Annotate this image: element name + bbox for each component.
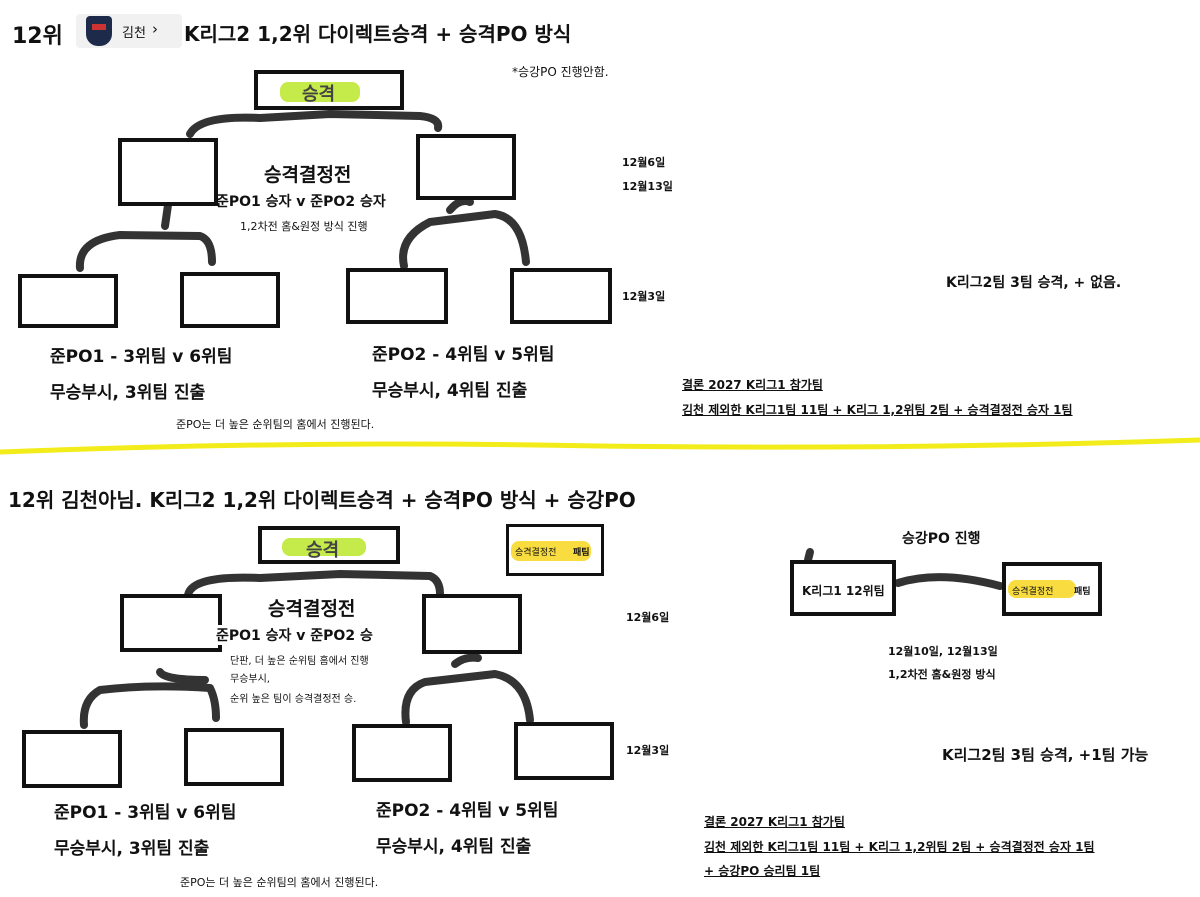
bottom-headline: 12위 김천아님. K리그2 1,2위 다이렉트승격 + 승격PO 방식 + 승… <box>8 488 636 512</box>
final-slot-right-2 <box>422 594 522 654</box>
final-note-2: 무승부시, <box>230 674 270 685</box>
semi2-slot-b-2 <box>514 722 614 780</box>
k1-team-label: K리그1 12위팀 <box>802 584 885 598</box>
final-slot-left-2 <box>120 594 222 652</box>
semi1-tie: 무승부시, 3위팀 진출 <box>50 383 206 403</box>
semi2-tie-2: 무승부시, 4위팀 진출 <box>376 837 532 857</box>
bottom-conclusion-3: + 승강PO 승리팀 1팀 <box>704 864 821 878</box>
final-slot-right <box>416 134 516 200</box>
team-name: 김천 <box>122 26 146 41</box>
k1-team-box: K리그1 12위팀 <box>790 560 896 616</box>
semi1-title: 준PO1 - 3위팀 v 6위팀 <box>50 347 233 367</box>
semi1-tie-2: 무승부시, 3위팀 진출 <box>54 839 210 859</box>
promotion-box-2: 승격 <box>258 526 400 564</box>
semi1-slot-a-2 <box>22 730 122 788</box>
team-chip[interactable]: 김천 › <box>76 14 182 48</box>
bottom-summary: K리그2팀 3팀 승격, +1팀 가능 <box>942 746 1149 764</box>
promotion-label: 승격 <box>302 84 336 105</box>
top-note: *승강PO 진행안함. <box>512 65 609 79</box>
semi2-title: 준PO2 - 4위팀 v 5위팀 <box>372 345 555 365</box>
highlight-mark <box>282 538 366 556</box>
loser-badge-hl: 승격결정전 <box>515 548 557 558</box>
semi2-slot-b <box>510 268 612 324</box>
bottom-conclusion-2: 김천 제외한 K리그1팀 11팀 + K리그 1,2위팀 2팀 + 승격결정전 … <box>704 840 1095 854</box>
loser-badge-rest: 패팀 <box>573 548 590 558</box>
date-final-2: 12월13일 <box>622 180 673 193</box>
loser-hl: 승격결정전 <box>1012 587 1054 597</box>
date-semi-b: 12월3일 <box>626 744 670 757</box>
highlight-mark <box>280 82 360 102</box>
final-title-2: 승격결정전 <box>268 598 356 620</box>
chevron-right-icon: › <box>152 20 158 38</box>
team-emblem-stripe <box>92 24 106 30</box>
final-matchup: 준PO1 승자 v 준PO2 승자 <box>216 194 386 210</box>
date-final-1: 12월6일 <box>622 156 666 169</box>
promotion-label: 승격 <box>306 540 340 561</box>
promotion-box: 승격 <box>254 70 404 110</box>
semi1-title-2: 준PO1 - 3위팀 v 6위팀 <box>54 803 237 823</box>
date-final-b: 12월6일 <box>626 611 670 624</box>
final-slot-left <box>118 138 218 206</box>
final-note-3: 순위 높은 팀이 승격결정전 승. <box>230 694 357 705</box>
semi2-title-2: 준PO2 - 4위팀 v 5위팀 <box>376 801 559 821</box>
final-title: 승격결정전 <box>264 164 352 186</box>
semi1-slot-b <box>180 272 280 328</box>
relegation-title: 승강PO 진행 <box>902 531 981 547</box>
home-note-2: 준PO는 더 높은 순위팀의 홈에서 진행된다. <box>180 876 379 889</box>
top-summary: K리그2팀 3팀 승격, + 없음. <box>946 275 1122 291</box>
semi1-slot-a <box>18 274 118 328</box>
rank-label: 12위 <box>12 24 63 49</box>
relegation-format: 1,2차전 홈&원정 방식 <box>888 668 996 681</box>
highlight-mark <box>511 541 591 561</box>
semi2-slot-a-2 <box>352 724 452 782</box>
top-conclusion-1: 결론 2027 K리그1 참가팀 <box>682 378 823 392</box>
relegation-dates: 12월10일, 12월13일 <box>888 645 998 658</box>
bottom-conclusion-1: 결론 2027 K리그1 참가팀 <box>704 815 845 829</box>
top-conclusion-2: 김천 제외한 K리그1팀 11팀 + K리그 1,2위팀 2팀 + 승격결정전 … <box>682 403 1073 417</box>
semi2-slot-a <box>346 268 448 324</box>
home-note: 준PO는 더 높은 순위팀의 홈에서 진행된다. <box>176 418 375 431</box>
highlight-mark <box>1008 580 1076 598</box>
final-matchup-2: 준PO1 승자 v 준PO2 승 <box>216 625 373 645</box>
semi2-tie: 무승부시, 4위팀 진출 <box>372 381 528 401</box>
loser-box: 승격결정전 패팀 <box>1002 562 1102 616</box>
semi1-slot-b-2 <box>184 728 284 786</box>
final-format: 1,2차전 홈&원정 방식 진행 <box>240 220 368 233</box>
section-divider <box>0 437 1200 455</box>
team-emblem-icon <box>86 16 112 46</box>
final-loser-badge: 승격결정전 패팀 <box>506 524 604 576</box>
date-semi: 12월3일 <box>622 290 666 303</box>
top-headline: K리그2 1,2위 다이렉트승격 + 승격PO 방식 <box>184 22 572 46</box>
final-note-1: 단판, 더 높은 순위팀 홈에서 진행 <box>230 656 369 667</box>
loser-rest: 패팀 <box>1074 587 1091 597</box>
